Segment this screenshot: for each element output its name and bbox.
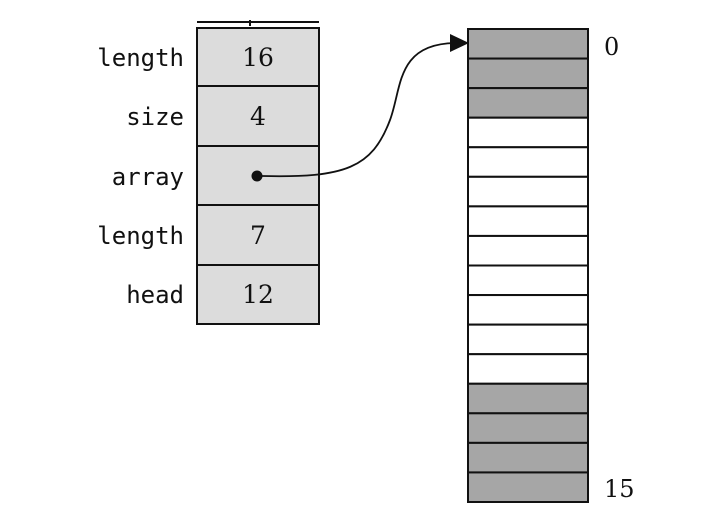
array-cell-empty [467,294,589,326]
field-value: 4 [250,102,266,131]
array-cell-filled [467,471,589,504]
arrowhead-icon [450,34,469,52]
record-cell [196,85,320,147]
pointer-dot [251,170,263,182]
record-field-length: length 16 [97,27,320,87]
array-first-index: 0 [604,33,619,61]
array-cell-filled [467,441,589,474]
pointer-arrow [261,34,469,178]
array-cell-empty [467,116,589,149]
array-cell-filled [467,28,589,60]
array-cell-filled [467,382,589,415]
field-value: 7 [250,221,266,250]
array-cell-empty [467,353,589,385]
array-cell-empty [467,234,589,267]
array-cell-empty [467,205,589,237]
array-cell-empty [467,264,589,297]
record-field-head: head 12 [126,264,320,325]
record-cell [196,264,320,325]
array-cell-empty [467,323,589,356]
array-structure [467,28,589,504]
record-field-length-2: length 7 [97,204,320,266]
field-label: size [126,103,184,131]
record-cell [196,27,320,87]
array-cell-filled [467,57,589,90]
array-cell-empty [467,175,589,208]
field-value: 16 [242,43,274,72]
field-value: 12 [242,280,274,309]
field-label: length [97,222,184,250]
array-cell-empty [467,146,589,178]
array-cell-filled [467,412,589,444]
record-structure: length 16 size 4 array length 7 head 12 [97,20,320,325]
field-label: head [126,281,184,309]
record-field-size: size 4 [126,85,320,147]
array-cell-filled [467,87,589,119]
field-label: array [112,163,184,191]
pointer-curve [261,42,456,178]
array-last-index: 15 [604,475,635,503]
record-cell [196,204,320,266]
field-label: length [97,44,184,72]
